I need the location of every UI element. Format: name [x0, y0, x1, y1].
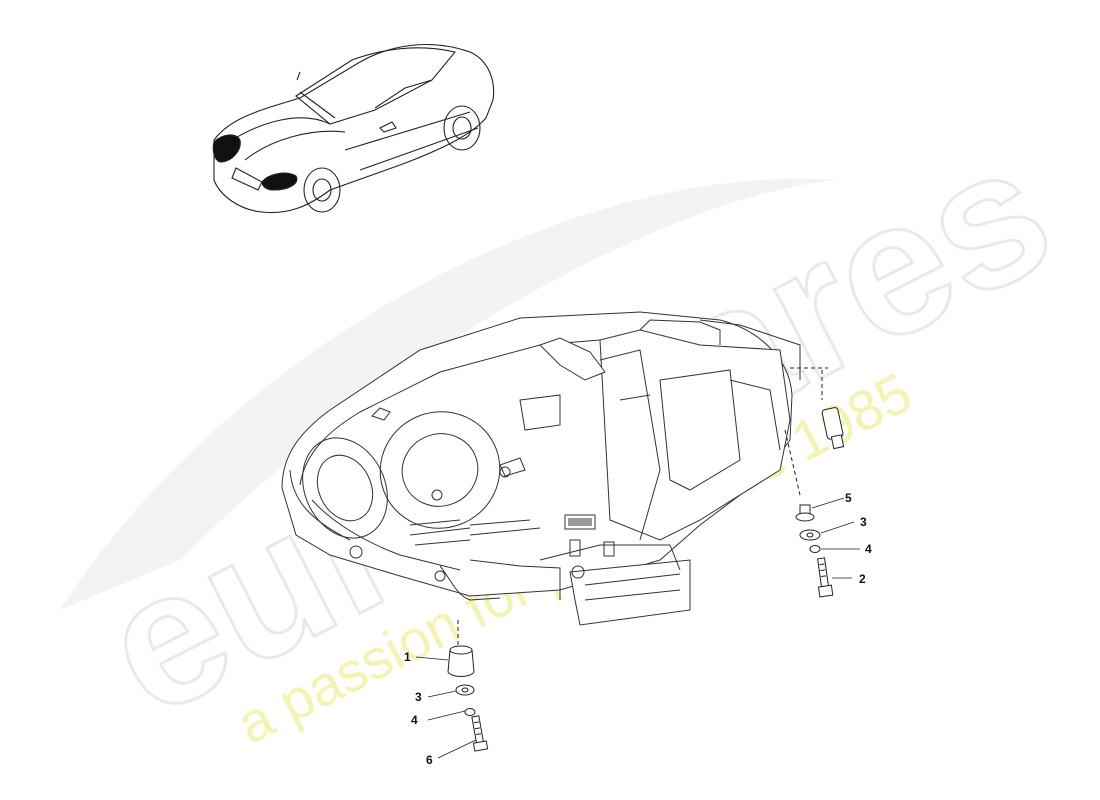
callout-3-right: 3 [860, 515, 867, 529]
nut-part-5 [795, 504, 815, 522]
car-thumbnail [212, 43, 495, 214]
leader-lines [415, 497, 860, 759]
callout-2: 2 [859, 572, 866, 586]
washer-part-4a [464, 708, 476, 716]
headlamp-assembly [281, 311, 801, 626]
grommet-part-1 [447, 649, 475, 677]
fastener-stack-right [784, 367, 845, 598]
callout-5: 5 [845, 491, 852, 505]
right-headlight-highlight [261, 172, 298, 191]
callout-labels: 1 3 4 6 5 3 4 2 [404, 491, 872, 767]
bolt-part-6 [471, 715, 489, 752]
callout-4-right: 4 [865, 542, 872, 556]
left-headlight-highlight [212, 134, 241, 163]
callout-3-left: 3 [415, 690, 422, 704]
fastener-stack-left [447, 620, 489, 752]
callout-6: 6 [426, 753, 433, 767]
bolt-part-2 [817, 557, 834, 598]
watermark-swoosh [60, 178, 840, 610]
washer-part-4b [809, 545, 821, 553]
callout-1: 1 [404, 650, 411, 664]
callout-4-left: 4 [411, 713, 418, 727]
upper-grommet [821, 407, 845, 450]
